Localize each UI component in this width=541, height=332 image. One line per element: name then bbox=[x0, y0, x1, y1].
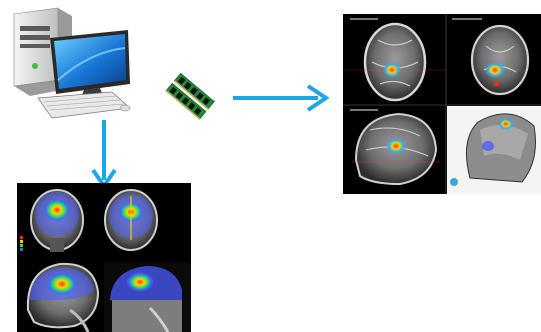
coronal-activation-view bbox=[31, 190, 83, 252]
axial-activation-view bbox=[105, 190, 157, 250]
3d-activation-view bbox=[104, 262, 191, 332]
brain-mri-fused-activation-panel bbox=[17, 183, 191, 332]
arrow-to-top-panel bbox=[233, 86, 326, 110]
ram-memory-icon bbox=[166, 73, 215, 119]
desktop-computer-icon bbox=[14, 8, 130, 118]
arrow-to-bottom-panel bbox=[93, 120, 115, 186]
3d-render-view bbox=[447, 106, 541, 194]
brain-mri-four-view-panel bbox=[343, 14, 541, 194]
